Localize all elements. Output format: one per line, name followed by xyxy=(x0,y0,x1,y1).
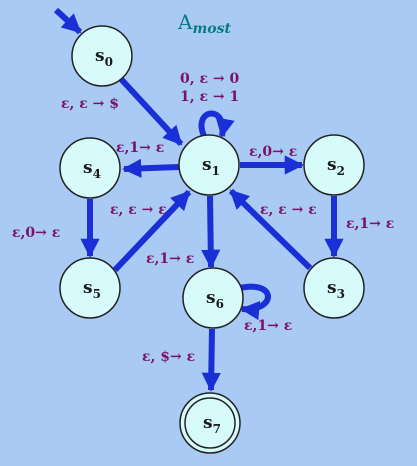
label-s0-s1: ε, ε → $ xyxy=(61,96,119,112)
state-circle xyxy=(303,134,365,196)
loop-s6 xyxy=(239,283,271,321)
label-s4-s5: ε,0→ ε xyxy=(12,225,60,241)
loop-s1 xyxy=(198,110,235,138)
state-label-s6: s6 xyxy=(206,288,224,311)
states: s0 s1 s2 s3 s4 s5 s6 s7 xyxy=(59,25,365,454)
label-s1-s4: ε,1→ ε xyxy=(116,140,164,156)
label-s1-s6: ε,1→ ε xyxy=(146,251,194,267)
label-s2-s3: ε,1→ ε xyxy=(346,216,394,232)
label-loop-s1-a: 0, ε → 0 xyxy=(180,71,239,87)
state-label-s7: s7 xyxy=(203,413,221,436)
state-circle xyxy=(59,257,121,319)
diagram-title: Amost xyxy=(177,10,231,37)
transitions xyxy=(53,7,344,392)
edge-s1-s4 xyxy=(122,158,180,178)
edge-s0-s1 xyxy=(118,76,184,147)
state-label-s5: s5 xyxy=(83,278,101,301)
state-label-s4: s4 xyxy=(83,158,101,181)
state-label-s3: s3 xyxy=(327,278,345,301)
state-circle xyxy=(179,392,241,454)
state-s4: s4 xyxy=(59,137,121,199)
state-circle xyxy=(303,257,365,319)
label-s5-s1: ε, ε → ε xyxy=(110,202,167,218)
edge-s5-s1 xyxy=(112,189,192,273)
state-s3: s3 xyxy=(303,257,365,319)
state-circle xyxy=(59,137,121,199)
label-s1-s2: ε,0→ ε xyxy=(249,144,297,160)
label-loop-s1-b: 1, ε → 1 xyxy=(180,89,239,105)
edge-s6-s7 xyxy=(201,328,221,392)
state-s6: s6 xyxy=(182,267,244,329)
label-s6-s7: ε, $→ ε xyxy=(142,349,195,365)
state-s5: s5 xyxy=(59,257,121,319)
transition-labels: ε, ε → $ 0, ε → 0 1, ε → 1 ε,1→ ε ε,0→ ε ε,0→… xyxy=(12,71,394,365)
state-circle xyxy=(182,267,244,329)
state-s2: s2 xyxy=(303,134,365,196)
state-label-s1: s1 xyxy=(202,155,220,178)
edge-s3-s1 xyxy=(228,188,313,271)
state-s0: s0 xyxy=(71,25,133,87)
state-s1: s1 xyxy=(178,134,240,196)
accept-ring xyxy=(184,397,236,449)
state-circle xyxy=(178,134,240,196)
label-s3-s1: ε, ε → ε xyxy=(260,202,317,218)
state-circle xyxy=(71,25,133,87)
state-s7: s7 xyxy=(179,392,241,454)
edge-s1-s6 xyxy=(201,195,221,269)
label-loop-s6: ε,1→ ε xyxy=(244,318,292,334)
state-label-s2: s2 xyxy=(327,155,345,178)
state-label-s0: s0 xyxy=(95,46,113,69)
start-arrow xyxy=(53,7,83,35)
